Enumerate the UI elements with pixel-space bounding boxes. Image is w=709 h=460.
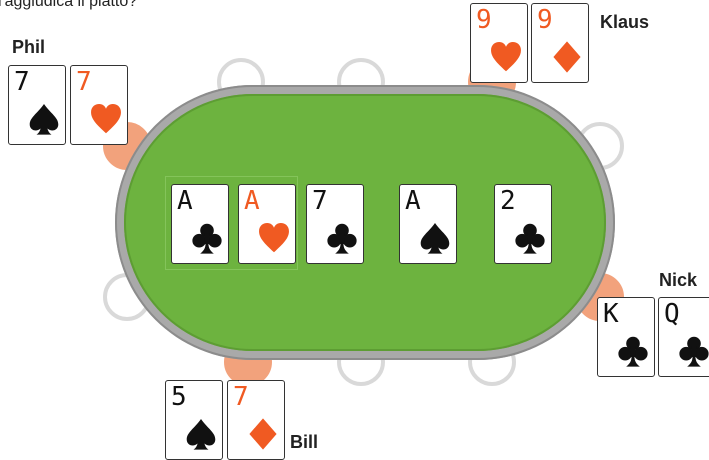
heart-icon: [89, 102, 123, 136]
board-card-4: A: [399, 184, 457, 264]
bill-hole-card-2: 7: [227, 380, 285, 460]
klaus-hole-card-2: 9: [531, 3, 589, 83]
spade-icon: [418, 221, 452, 255]
nick-hole-card-1: K: [597, 297, 655, 377]
question-caption: l'aggiudica il piatto?: [0, 0, 137, 11]
card-rank: Q: [664, 300, 680, 328]
card-rank: 7: [14, 68, 30, 96]
board-card-5: 2: [494, 184, 552, 264]
heart-icon: [489, 40, 523, 74]
player-name-klaus: Klaus: [600, 12, 649, 33]
nick-hole-card-2: Q: [658, 297, 709, 377]
board-card-2: A: [238, 184, 296, 264]
board-card-1: A: [171, 184, 229, 264]
club-icon: [190, 221, 224, 255]
card-rank: 9: [537, 6, 553, 34]
club-icon: [616, 334, 650, 368]
board-card-3: 7: [306, 184, 364, 264]
player-name-nick: Nick: [659, 270, 697, 291]
card-rank: 7: [233, 383, 249, 411]
club-icon: [513, 221, 547, 255]
card-rank: A: [177, 187, 193, 215]
card-rank: A: [405, 187, 421, 215]
card-rank: A: [244, 187, 260, 215]
phil-hole-card-2: 7: [70, 65, 128, 145]
club-icon: [325, 221, 359, 255]
spade-icon: [27, 102, 61, 136]
spade-icon: [184, 417, 218, 451]
player-name-bill: Bill: [290, 432, 318, 453]
club-icon: [677, 334, 709, 368]
card-rank: 7: [76, 68, 92, 96]
heart-icon: [257, 221, 291, 255]
card-rank: 9: [476, 6, 492, 34]
player-name-phil: Phil: [12, 37, 45, 58]
card-rank: K: [603, 300, 619, 328]
card-rank: 5: [171, 383, 187, 411]
card-rank: 2: [500, 187, 516, 215]
klaus-hole-card-1: 9: [470, 3, 528, 83]
diamond-icon: [550, 40, 584, 74]
phil-hole-card-1: 7: [8, 65, 66, 145]
card-rank: 7: [312, 187, 328, 215]
bill-hole-card-1: 5: [165, 380, 223, 460]
diamond-icon: [246, 417, 280, 451]
